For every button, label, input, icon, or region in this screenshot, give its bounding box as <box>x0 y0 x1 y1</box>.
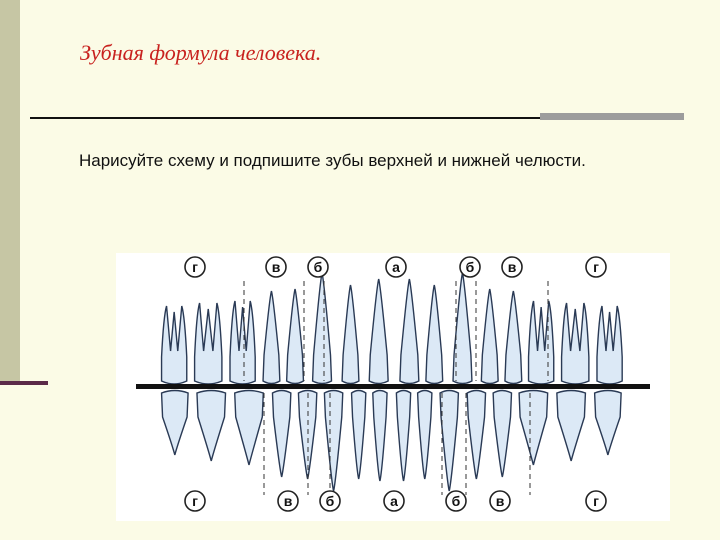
lower-tooth <box>271 389 292 478</box>
upper-tooth <box>527 300 555 385</box>
lower-label-circle <box>489 490 511 512</box>
upper-label-circle <box>385 256 407 278</box>
upper-tooth <box>285 288 305 385</box>
dental-diagram: г в б а б в г г в б а б в г <box>116 253 670 521</box>
lower-label-circle <box>445 490 467 512</box>
upper-tooth <box>560 302 590 385</box>
upper-tooth <box>596 305 623 385</box>
upper-tooth <box>229 300 256 385</box>
lower-tooth <box>593 389 622 456</box>
upper-tooth <box>504 290 523 385</box>
upper-label: б <box>466 259 475 275</box>
lower-label: а <box>390 493 398 509</box>
lower-label: в <box>496 493 505 509</box>
title-divider <box>30 117 540 119</box>
lower-label-circle <box>319 490 341 512</box>
jaw-divider-bar <box>136 384 650 389</box>
lower-label-circle <box>585 490 607 512</box>
lower-label: г <box>593 493 599 509</box>
upper-label: в <box>272 259 281 275</box>
lower-tooth <box>439 389 460 492</box>
upper-label-circle <box>184 256 206 278</box>
lower-tooth <box>466 389 487 480</box>
upper-label: а <box>392 259 400 275</box>
lower-label: б <box>452 493 461 509</box>
lower-label-circle <box>383 490 405 512</box>
upper-label-circle <box>265 256 287 278</box>
upper-tooth <box>480 288 499 385</box>
upper-tooth <box>399 278 420 385</box>
upper-label-circle <box>585 256 607 278</box>
divider-accent <box>540 113 684 120</box>
lower-tooth <box>492 389 513 478</box>
upper-label-circle <box>307 256 329 278</box>
upper-tooth <box>311 272 333 385</box>
lower-tooth <box>196 389 227 462</box>
upper-tooth <box>262 290 281 385</box>
lower-tooth <box>297 389 318 480</box>
upper-tooth <box>193 302 223 385</box>
lower-tooth <box>395 389 412 482</box>
upper-label-circle <box>501 256 523 278</box>
left-accent-line <box>0 381 48 385</box>
upper-tooth <box>452 272 473 385</box>
lower-tooth <box>323 389 344 492</box>
upper-tooth <box>341 284 360 385</box>
lower-label: б <box>326 493 335 509</box>
lower-label-circle <box>184 490 206 512</box>
upper-tooth <box>160 305 188 385</box>
upper-label: в <box>508 259 517 275</box>
upper-label-circle <box>459 256 481 278</box>
lower-tooth <box>372 389 388 482</box>
lower-label-circle <box>277 490 299 512</box>
lower-tooth <box>233 389 265 466</box>
lower-label: г <box>192 493 198 509</box>
left-decor-bar <box>0 0 20 383</box>
teeth-illustration: г в б а б в г г в б а б в г <box>136 256 650 512</box>
lower-tooth <box>350 389 367 480</box>
upper-label: г <box>593 259 599 275</box>
lower-tooth <box>556 389 587 462</box>
upper-tooth <box>425 284 444 385</box>
instruction-text: Нарисуйте схему и подпишите зубы верхней… <box>79 151 586 170</box>
upper-label: г <box>192 259 198 275</box>
upper-tooth <box>368 278 389 385</box>
lower-tooth <box>160 389 189 456</box>
slide-title: Зубная формула человека. <box>80 40 322 65</box>
lower-label: в <box>284 493 293 509</box>
upper-label: б <box>314 259 323 275</box>
lower-tooth <box>518 389 549 466</box>
lower-tooth <box>416 389 433 480</box>
